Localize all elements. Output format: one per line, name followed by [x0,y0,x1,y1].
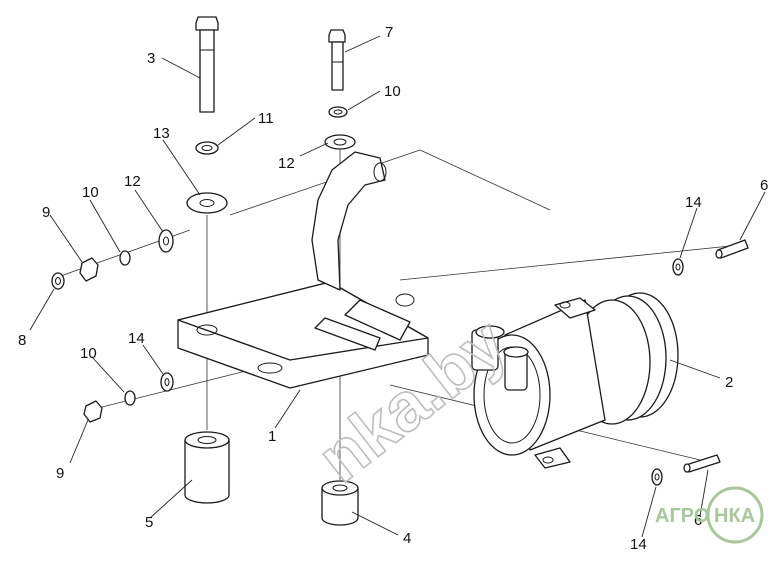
pin-lower [683,454,721,473]
bolt-short [328,29,346,91]
bracket [177,151,429,389]
callout-11: 11 [258,110,274,127]
agronka-logo: АГРО НКА [655,486,764,544]
callout-14-lower: 14 [630,536,647,553]
callout-6-upper: 6 [760,177,768,194]
flat-washer-2 [324,134,356,150]
washer-right-upper [672,258,684,276]
callout-14-upper: 14 [685,194,702,211]
flat-washer-lower [160,372,174,392]
callout-14-left: 14 [128,330,145,347]
compressor [471,292,679,469]
nut-lower [83,400,103,423]
leader-lines [29,35,766,538]
callout-7: 7 [385,24,393,41]
callout-2: 2 [725,374,733,391]
flat-washer-large [186,192,228,214]
callout-13: 13 [153,125,170,142]
callout-numbers: 3 7 11 10 13 12 12 10 9 8 10 14 9 1 5 4 … [18,24,768,553]
callout-5: 5 [145,514,153,531]
spacer-tall [184,431,230,504]
bolt-long [195,16,219,113]
pin-upper [715,239,749,259]
washer-right-lower [651,468,663,486]
callout-3: 3 [147,50,155,67]
callout-12-left: 12 [124,173,141,190]
callout-9-lower: 9 [56,465,64,482]
callout-8: 8 [18,332,26,349]
spring-washer-left [119,250,131,266]
callout-10-top: 10 [384,83,401,100]
logo-text-left: АГРО [655,505,709,527]
nut-left-upper [79,257,99,282]
callout-10-left: 10 [82,184,99,201]
callout-12-top: 12 [278,155,295,172]
logo-text-right: НКА [714,505,755,527]
nut-left-small [51,272,65,290]
callout-4: 4 [403,530,411,547]
spacer-short [321,480,359,526]
spring-washer-lower [124,390,136,406]
spring-washer-2 [328,106,348,118]
spring-washer [195,141,219,155]
callout-1: 1 [268,428,276,445]
flat-washer-left [158,229,174,253]
callout-9-upper: 9 [42,204,50,221]
callout-6-lower: 6 [694,512,702,529]
callout-10-lower: 10 [80,345,97,362]
